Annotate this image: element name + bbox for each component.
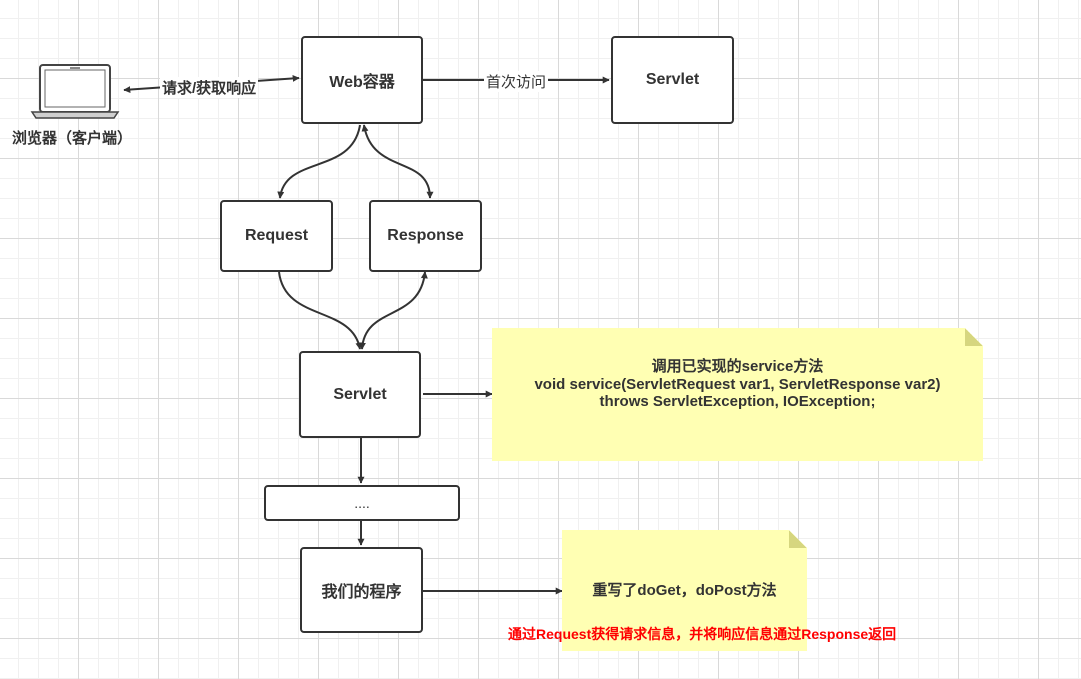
ellipsis-node[interactable]: .... [264, 485, 460, 521]
edge-web-request [277, 124, 361, 199]
client-label: 浏览器（客户端） [12, 130, 133, 147]
our-program-node[interactable]: 我们的程序 [300, 547, 423, 633]
edge-request-servlet [278, 271, 363, 350]
web-container-node[interactable]: Web容器 [301, 36, 423, 124]
edge-web-response [361, 124, 434, 199]
red-annotation: 通过Request获得请求信息，并将响应信息通过Response返回 [508, 626, 897, 642]
edge-label-first-access: 首次访问 [484, 71, 549, 92]
override-note: 重写了doGet，doPost方法 [562, 530, 807, 651]
override-note-line1: 重写了doGet，doPost方法 [592, 582, 777, 599]
service-note-line3: throws ServletException, IOException; [599, 393, 876, 410]
service-note-line2: void service(ServletRequest var1, Servle… [534, 376, 941, 393]
edge-response-servlet [358, 271, 428, 350]
request-node[interactable]: Request [220, 200, 333, 272]
response-node[interactable]: Response [369, 200, 482, 272]
edge-label-request-response: 请求/获取响应 [160, 77, 259, 98]
service-note: 调用已实现的service方法 void service(ServletRequ… [492, 328, 983, 461]
servlet-mid-node[interactable]: Servlet [299, 351, 421, 438]
servlet-top-node[interactable]: Servlet [611, 36, 734, 124]
laptop-icon [30, 64, 120, 119]
service-note-line1: 调用已实现的service方法 [651, 358, 824, 375]
